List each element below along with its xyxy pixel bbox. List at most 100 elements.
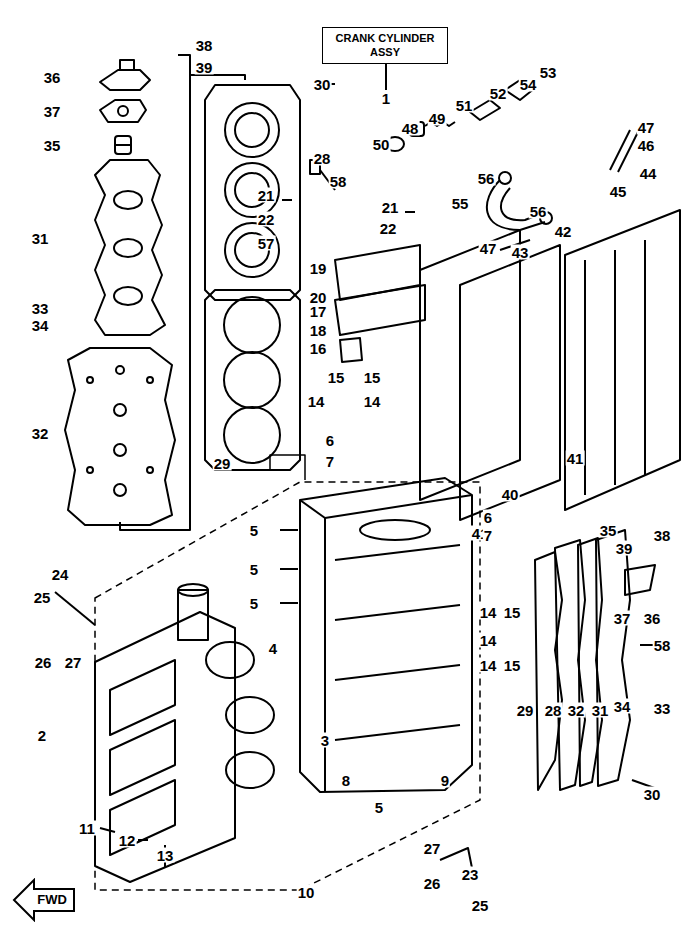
exhaust-cover [95, 160, 165, 335]
callout-number: 47 [637, 120, 656, 135]
bolt-line [282, 199, 292, 201]
callout-number: 20 [309, 290, 328, 305]
callout-number: 30 [643, 787, 662, 802]
cover-gasket-line [87, 377, 93, 383]
callout-number: 6 [483, 510, 493, 525]
callout-number: 14 [363, 394, 382, 409]
head-gasket-line [224, 352, 280, 408]
callout-number: 25 [471, 898, 490, 913]
assembly-title-box: CRANK CYLINDER ASSY [322, 27, 448, 64]
head-gasket-line [205, 290, 300, 470]
bolt-line [440, 848, 472, 868]
callout-number: 56 [529, 204, 548, 219]
callout-number: 29 [516, 703, 535, 718]
callout-number: 35 [599, 523, 618, 538]
thermostat-line [115, 144, 131, 146]
side-plate-line [565, 210, 680, 510]
cover-gasket-line [65, 348, 175, 525]
cover-gasket-line [114, 444, 126, 456]
callout-number: 49 [428, 111, 447, 126]
cap-gasket-line [118, 106, 128, 116]
cylinder-block-line [325, 495, 472, 518]
cover-gasket-line [114, 404, 126, 416]
callout-number: 25 [33, 590, 52, 605]
callout-number: 21 [257, 188, 276, 203]
callout-number: 30 [313, 77, 332, 92]
bracket-clip [340, 338, 362, 362]
cover-cap-line [120, 60, 134, 70]
cover-gasket [65, 348, 175, 525]
callout-number: 10 [297, 885, 316, 900]
callout-number: 5 [249, 596, 259, 611]
callout-number: 48 [401, 121, 420, 136]
callout-number: 39 [195, 60, 214, 75]
cylinder-head-line [205, 85, 300, 300]
cylinder-head-line [225, 163, 279, 217]
callout-number: 29 [213, 456, 232, 471]
callout-number: 6 [325, 433, 335, 448]
bolt [55, 530, 472, 868]
callout-number: 50 [372, 137, 391, 152]
right-head-stack-line [596, 530, 630, 786]
callout-number: 27 [423, 841, 442, 856]
cylinder-block-line [335, 545, 460, 740]
bolt-line [405, 211, 415, 213]
cylinder-block [300, 478, 472, 792]
bolt-line [100, 828, 115, 832]
thermostat [115, 136, 131, 154]
crankcase [95, 612, 235, 882]
callout-number: 38 [653, 528, 672, 543]
callout-number: 35 [43, 138, 62, 153]
callout-number: 47 [479, 241, 498, 256]
head-gasket-line [224, 407, 280, 463]
assembly-outline-line [95, 482, 480, 890]
callout-number: 5 [249, 523, 259, 538]
crankcase-line [110, 780, 175, 855]
callout-number: 41 [566, 451, 585, 466]
callout-number: 33 [31, 301, 50, 316]
callout-number: 28 [313, 151, 332, 166]
cylinder-head-line [225, 223, 279, 277]
callout-number: 34 [31, 318, 50, 333]
cylinder-head-line [235, 113, 269, 147]
bracket-clip-line [340, 338, 362, 362]
callout-number: 53 [539, 65, 558, 80]
callout-number: 38 [195, 38, 214, 53]
callout-number: 27 [64, 655, 83, 670]
callout-number: 58 [329, 174, 348, 189]
right-head-stack [535, 530, 665, 790]
callout-number: 14 [479, 633, 498, 648]
cylinder-head [205, 85, 300, 300]
bolt-line [138, 839, 148, 841]
side-plate-line [420, 230, 520, 500]
callout-number: 26 [34, 655, 53, 670]
callout-number: 14 [479, 605, 498, 620]
forward-arrow: FWD [12, 878, 76, 922]
callout-number: 26 [423, 876, 442, 891]
callout-number: 5 [249, 562, 259, 577]
exhaust-cover-line [114, 239, 142, 257]
callout-number: 22 [379, 221, 398, 236]
cover-gasket-line [147, 377, 153, 383]
node-text: CRANK CYLINDER ASSY [329, 31, 441, 60]
callout-number: 52 [489, 86, 508, 101]
hose-fittings-line [499, 172, 511, 184]
callout-number: 32 [567, 703, 586, 718]
hose-fittings-line [470, 100, 500, 120]
bolt-line [280, 529, 298, 531]
cylinder-block-line [300, 500, 325, 518]
callout-number: 45 [609, 184, 628, 199]
hose-fittings-line [610, 130, 630, 170]
cover-cap-line [100, 70, 150, 90]
crankshaft-line [178, 584, 208, 596]
callout-number: 37 [43, 104, 62, 119]
callout-number: 15 [503, 658, 522, 673]
side-plate-line [460, 245, 560, 520]
crankshaft-line [226, 697, 274, 733]
callout-number: 19 [309, 261, 328, 276]
callout-number: 15 [503, 605, 522, 620]
callout-number: 18 [309, 323, 328, 338]
cover-gasket-line [114, 484, 126, 496]
callout-number: 7 [483, 528, 493, 543]
